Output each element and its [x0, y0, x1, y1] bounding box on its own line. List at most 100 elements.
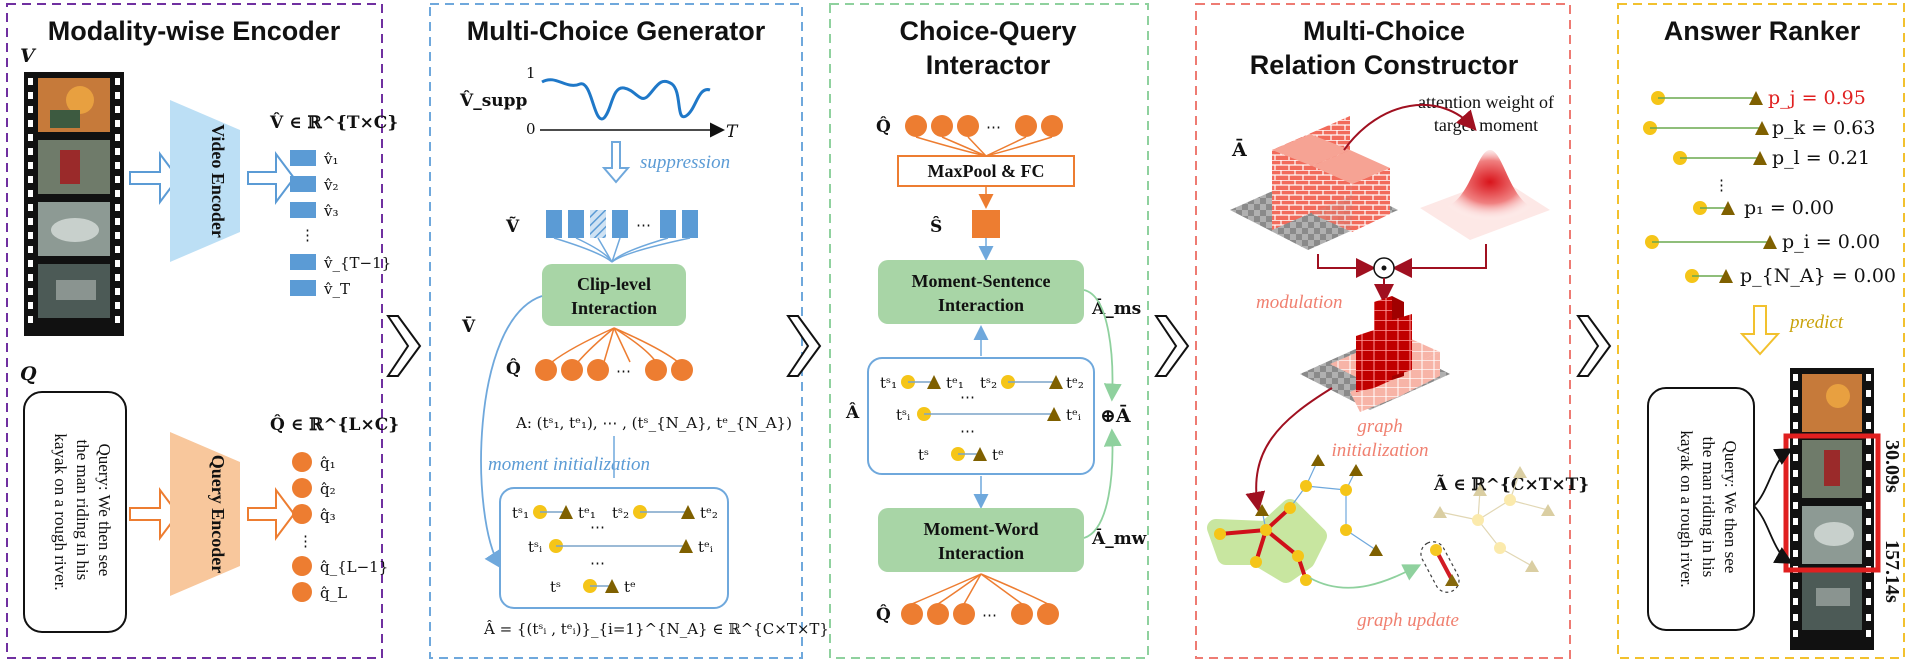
- ranker-film-strip: [1790, 368, 1874, 650]
- svg-text:tˢ₁: tˢ₁: [880, 374, 897, 392]
- encoder-title: Modality-wise Encoder: [48, 16, 341, 46]
- ms-box-line2: Interaction: [938, 295, 1024, 315]
- svg-text:tˢᵢ: tˢᵢ: [896, 406, 910, 424]
- v-item: v̂₂: [323, 176, 339, 194]
- panel-interactor: Choice-Query Interactor Q̂ ⋯ MaxPool & F…: [829, 3, 1149, 659]
- query-arrow-out: [247, 487, 296, 541]
- query-to-end-arrow: [1753, 505, 1794, 564]
- axis-t: T: [726, 122, 739, 142]
- svg-text:tᵉᵢ: tᵉᵢ: [1066, 406, 1081, 424]
- int-qhat-ellipsis: ⋯: [986, 118, 1001, 136]
- v-feature-block: [290, 280, 316, 296]
- q-feature-dot: [292, 556, 312, 576]
- panel-constructor: Multi-Choice Relation Constructor Ā atte…: [1195, 3, 1589, 659]
- encoder-border: [6, 3, 383, 659]
- svg-text:⋯: ⋯: [960, 388, 975, 406]
- mod-left-arrow: [1317, 254, 1376, 278]
- hadamard-dot: [1381, 265, 1387, 271]
- v-item: ⋮: [300, 226, 315, 244]
- ranker-border: [1617, 3, 1905, 659]
- clip-box-line1: Clip-level: [577, 274, 651, 294]
- qhat-funnel: [551, 327, 679, 363]
- mod-right-arrow: [1392, 244, 1487, 278]
- ranked-candidates: p_j = 0.95 p_k = 0.63 p_l = 0.21 ⋮ p₁ = …: [1643, 87, 1896, 287]
- ams-merge-arrow: [1083, 289, 1122, 402]
- suppression-arrow: [601, 141, 631, 184]
- attention-bump: [1420, 150, 1550, 240]
- query-encoder-label: Query Encoder: [208, 455, 228, 574]
- constructor-title-line2: Relation Constructor: [1250, 50, 1519, 80]
- suppression-curve: [541, 78, 711, 121]
- v-feature-block: [290, 202, 316, 218]
- interactor-title-line1: Choice-Query: [899, 16, 1076, 46]
- modulated-3d-heatmap: [1300, 296, 1450, 412]
- prob-l: p_l = 0.21: [1772, 147, 1870, 169]
- chevron-right-icon: [786, 315, 822, 377]
- generator-title: Multi-Choice Generator: [467, 16, 766, 46]
- v-feature-list: v̂₁ v̂₂ v̂₃ ⋮ v̂_{T−1} v̂_T: [290, 150, 391, 298]
- vbar-label: V̄: [461, 316, 476, 337]
- q-feature-label: Q̂ ∈ ℝ^{L×C}: [270, 415, 399, 435]
- int-qhat-dots-top: [905, 115, 1063, 137]
- svg-text:tˢ₂: tˢ₂: [980, 374, 997, 392]
- q-item: q̂_L: [320, 584, 347, 602]
- atilde-label: Ã ∈ ℝ^{C×T×T}: [1433, 473, 1589, 495]
- chevron-right-icon: [386, 315, 422, 377]
- q-feature-list: q̂₁ q̂₂ q̂₃ ⋮ q̂_{L−1} q̂_L: [292, 452, 388, 602]
- svg-text:tˢ₁: tˢ₁: [512, 504, 529, 522]
- abar-label: Ā: [1231, 139, 1247, 161]
- graph-update-label: graph update: [1357, 610, 1459, 631]
- video-film-strip: [24, 72, 124, 336]
- abar-3d-heatmap: [1230, 116, 1398, 250]
- clip-level-interaction-box: [542, 264, 686, 326]
- modulation-label: modulation: [1256, 292, 1343, 313]
- constructor-title-line1: Multi-Choice: [1303, 16, 1465, 46]
- time-start: 30.09s: [1881, 440, 1903, 493]
- v-item: v̂_T: [323, 280, 350, 298]
- vbar-arrow: [480, 295, 543, 570]
- panel-encoder: Modality-wise Encoder V Video Encoder V̂…: [6, 3, 399, 659]
- time-end: 157.14s: [1881, 540, 1903, 603]
- predict-label: predict: [1788, 312, 1844, 333]
- interactor-title-line2: Interactor: [926, 50, 1051, 80]
- updated-graph: [1420, 466, 1555, 593]
- chevron-right-icon: [1576, 315, 1612, 377]
- v-feature-label: V̂ ∈ ℝ^{T×C}: [269, 113, 398, 133]
- amw-merge-arrow: [1083, 428, 1122, 539]
- int-qhat-label-bottom: Q̂: [876, 605, 891, 625]
- svg-text:tᵉ₁: tᵉ₁: [946, 374, 964, 392]
- query-text-box: [23, 391, 127, 633]
- init-label: moment initialization: [488, 454, 650, 475]
- graph-init-line1: graph: [1357, 416, 1402, 437]
- svg-text:tᵉᵢ: tᵉᵢ: [698, 538, 713, 556]
- svg-text:tᵉ₂: tᵉ₂: [1066, 374, 1084, 392]
- int-ahat-label: Â: [845, 402, 860, 423]
- amw-label: Ā_mw: [1091, 528, 1147, 549]
- prob-i: p_i = 0.00: [1782, 231, 1880, 253]
- vsupp-label: V̂_supp: [459, 91, 528, 111]
- query-encoder: [170, 432, 240, 596]
- v-item: v̂₁: [323, 150, 339, 168]
- attn-arrow: [1343, 103, 1477, 151]
- ms-box-line1: Moment-Sentence: [912, 271, 1051, 291]
- q-item: ⋮: [298, 532, 313, 550]
- svg-text:⋯: ⋯: [636, 216, 651, 234]
- initial-graph: [1207, 454, 1383, 586]
- gen-qhat-dots: [535, 359, 693, 381]
- q-feature-dot: [292, 478, 312, 498]
- int-qhat-ellipsis-bottom: ⋯: [982, 606, 997, 624]
- svg-text:tᵉ: tᵉ: [624, 578, 636, 596]
- int-qhat-funnel-bottom: [911, 573, 1049, 605]
- svg-text:tˢ: tˢ: [918, 446, 929, 464]
- video-arrow-out: [247, 151, 296, 205]
- svg-text:⋯: ⋯: [960, 422, 975, 440]
- interactor-border: [829, 3, 1149, 659]
- constructor-border: [1195, 3, 1571, 659]
- mw-box-line1: Moment-Word: [924, 519, 1039, 539]
- v-feature-block: [290, 254, 316, 270]
- ranker-query-text: Query: We then see the man riding in his…: [1677, 430, 1740, 587]
- q-item: q̂₃: [320, 506, 336, 524]
